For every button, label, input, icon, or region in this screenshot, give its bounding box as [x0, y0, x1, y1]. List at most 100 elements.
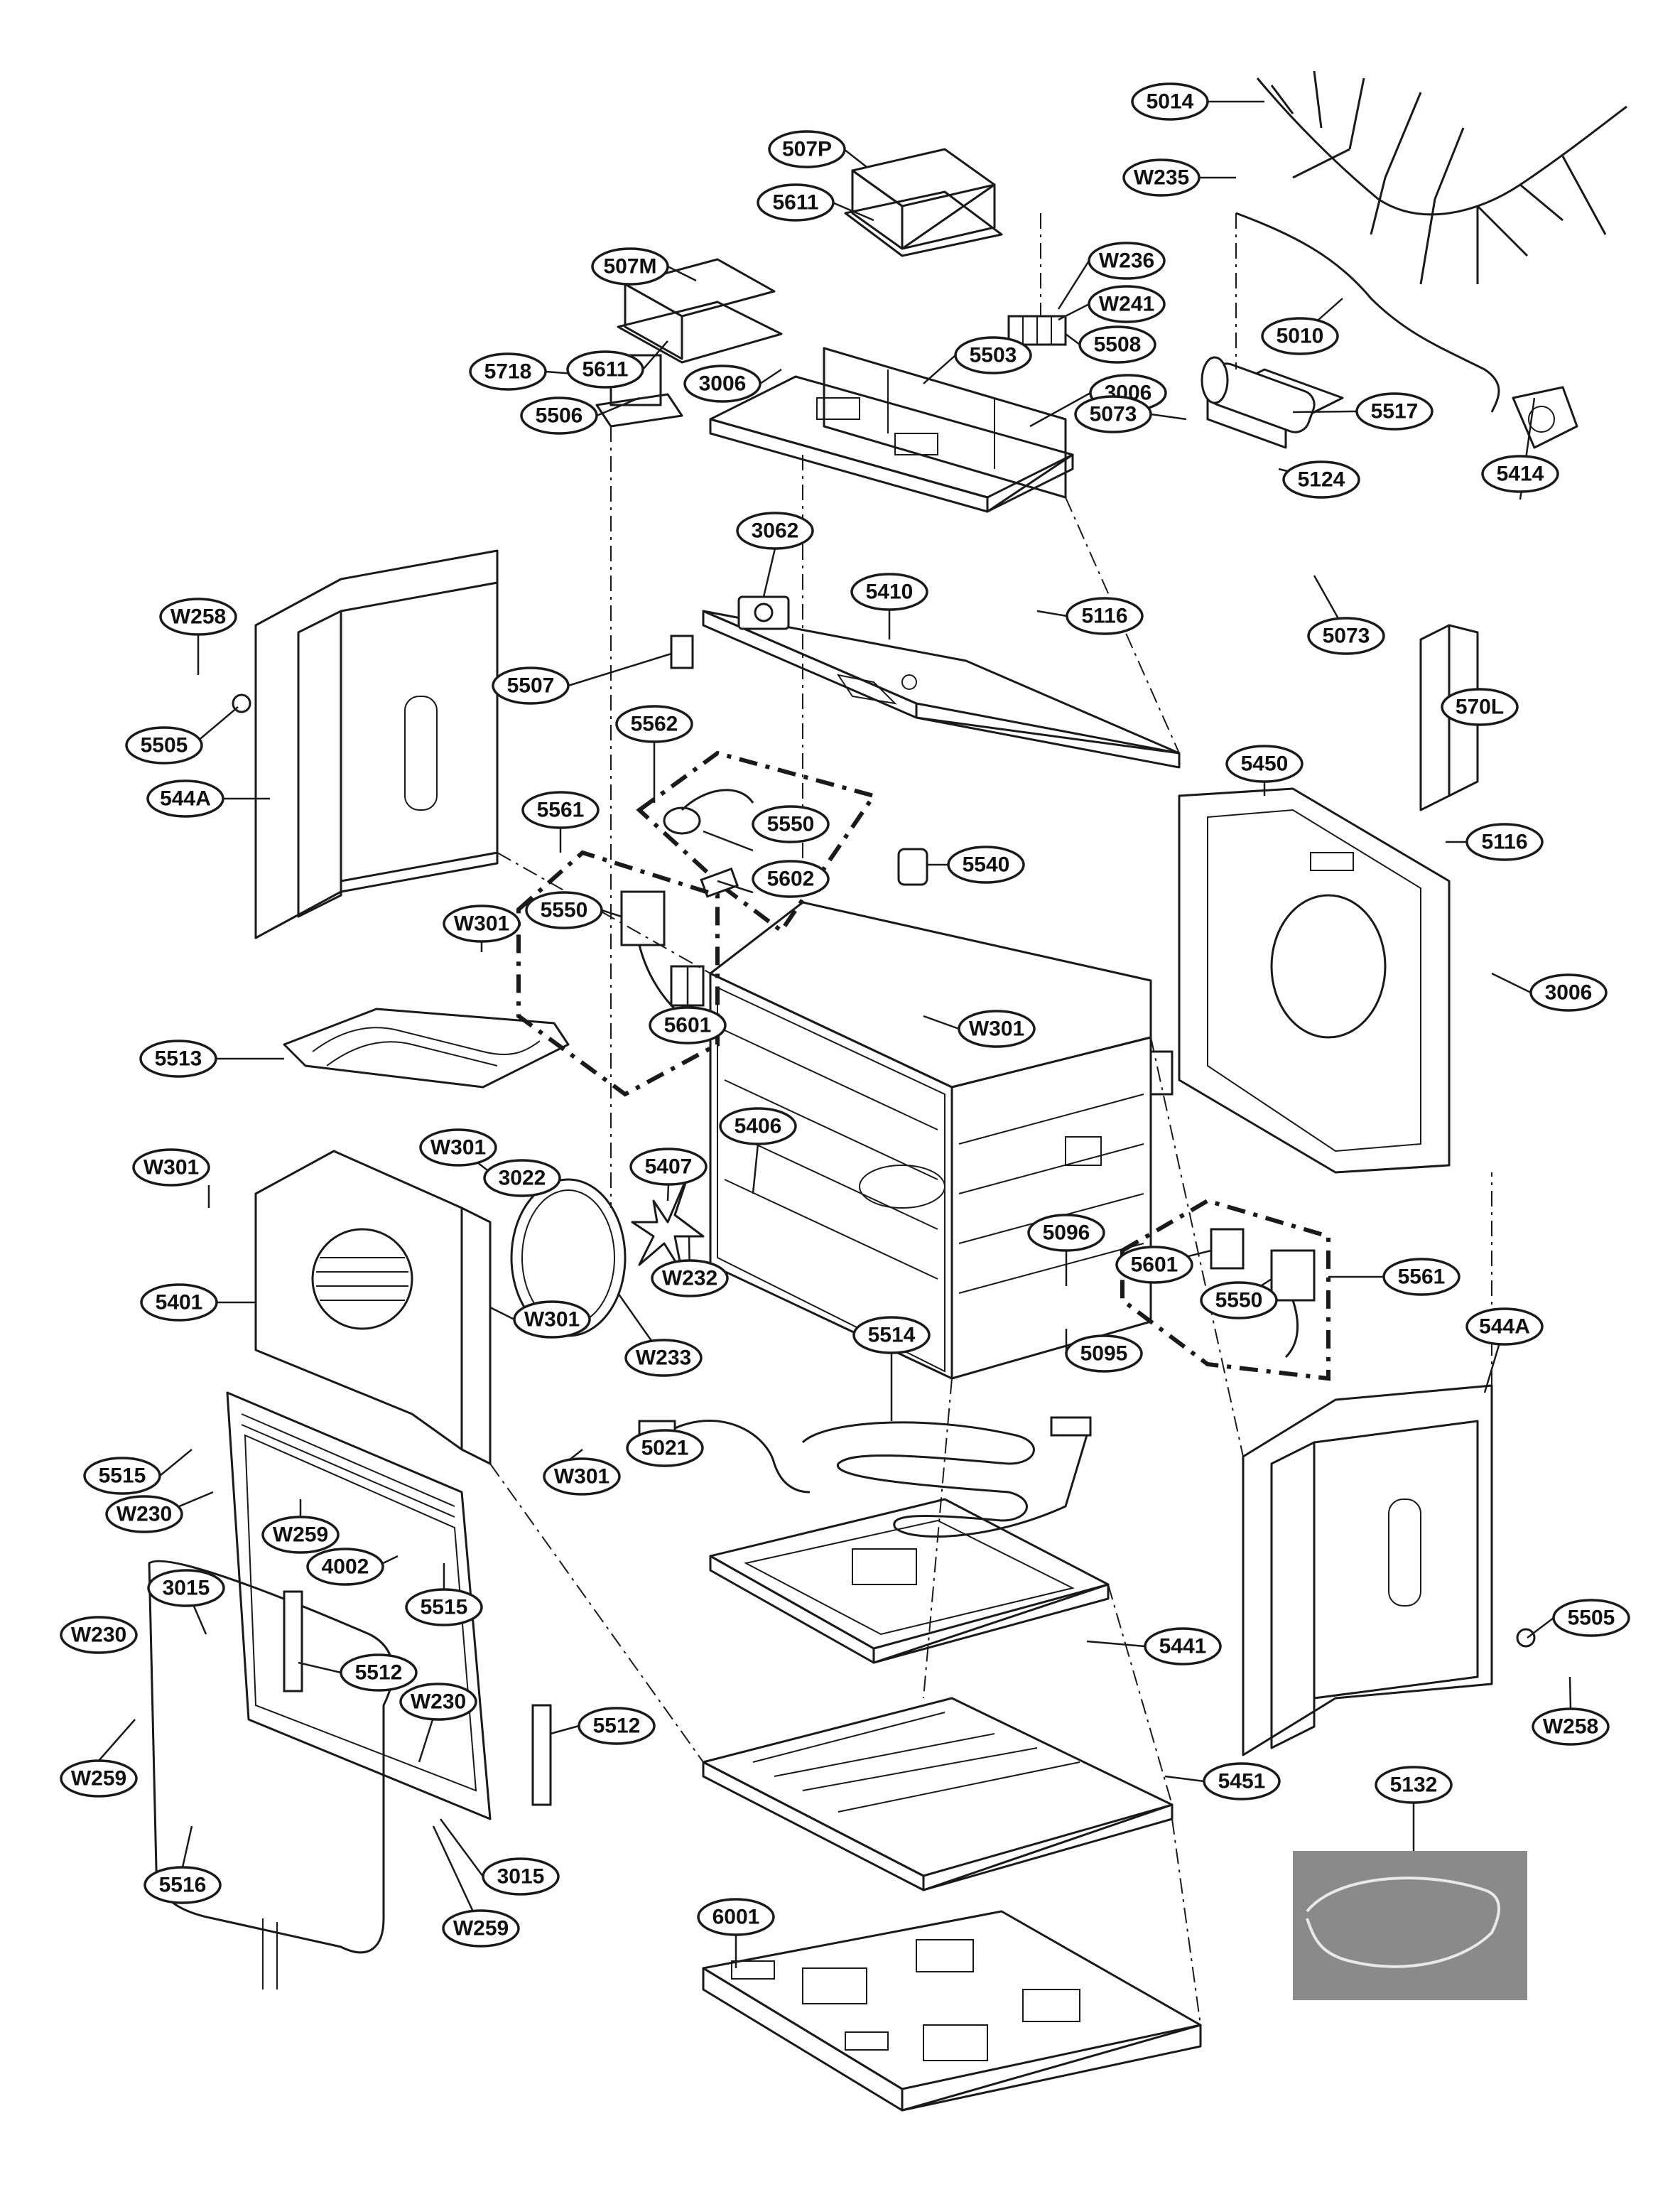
callout-5021: 5021 [626, 1429, 704, 1467]
callout-5132: 5132 [1375, 1766, 1453, 1804]
callout-label: 5601 [664, 1014, 712, 1037]
control-box-507p [844, 148, 1003, 257]
callout-w259: W259 [60, 1759, 138, 1798]
callout-5124: 5124 [1282, 460, 1360, 499]
callout-label: 5414 [1497, 463, 1544, 486]
callout-label: 507M [603, 255, 656, 279]
callout-5517: 5517 [1355, 392, 1434, 431]
callout-label: 3022 [499, 1167, 546, 1190]
callout-5506: 5506 [520, 396, 598, 435]
callout-5611: 5611 [566, 350, 644, 389]
base-panel-6001 [702, 1910, 1202, 2112]
callout-w259: W259 [442, 1909, 520, 1948]
callout-5410: 5410 [850, 573, 928, 611]
callout-label: 3006 [1545, 981, 1593, 1005]
callout-5116: 5116 [1465, 823, 1544, 861]
top-mounting-plate [709, 355, 1074, 513]
callout-w235: W235 [1122, 158, 1201, 197]
photo-inset-5132 [1293, 1851, 1527, 2000]
hinge-5512-right [531, 1704, 552, 1806]
callout-5503: 5503 [954, 336, 1032, 374]
callout-label: 5507 [507, 674, 555, 698]
callout-label: 570L [1456, 696, 1504, 719]
callout-5550: 5550 [752, 805, 830, 843]
callout-label: 5021 [641, 1437, 689, 1460]
callout-5601: 5601 [649, 1006, 727, 1044]
callout-label: 5407 [645, 1155, 693, 1179]
callout-label: 5096 [1043, 1221, 1090, 1245]
callout-label: W233 [636, 1346, 691, 1370]
callout-544a: 544A [146, 779, 224, 818]
door-gasket-5516 [148, 1560, 394, 1989]
callout-5450: 5450 [1225, 745, 1304, 783]
callout-label: W232 [662, 1267, 717, 1290]
callout-5073: 5073 [1307, 617, 1385, 655]
callout-label: W259 [273, 1523, 328, 1547]
callout-label: 5073 [1323, 625, 1370, 648]
callout-label: W236 [1099, 249, 1154, 273]
callout-label: 5611 [772, 191, 818, 215]
callout-label: 5515 [421, 1596, 468, 1619]
callout-label: 5132 [1390, 1773, 1438, 1797]
callout-label: W301 [143, 1156, 199, 1179]
sensor-5540 [897, 848, 928, 886]
terminal-block-5508 [1007, 213, 1067, 346]
callout-label: 5451 [1218, 1770, 1266, 1793]
callout-w301: W301 [958, 1010, 1036, 1048]
callout-label: W301 [524, 1308, 580, 1332]
callout-label: W259 [71, 1767, 126, 1791]
callout-label: 3006 [699, 372, 747, 396]
callout-w301: W301 [443, 905, 521, 943]
callout-3006: 3006 [683, 365, 762, 403]
callout-label: 3062 [752, 519, 799, 543]
callout-4002: 4002 [306, 1548, 384, 1586]
callout-label: 5611 [582, 358, 628, 382]
callout-5512: 5512 [578, 1707, 656, 1745]
callout-544a: 544A [1465, 1307, 1544, 1346]
callout-5414: 5414 [1481, 455, 1559, 493]
callout-label: 5116 [1481, 831, 1527, 854]
callout-5516: 5516 [143, 1866, 222, 1904]
callout-w232: W232 [651, 1259, 729, 1297]
bottom-panel-5451 [702, 1697, 1174, 1891]
callout-5561: 5561 [521, 791, 600, 829]
callout-507p: 507P [768, 130, 846, 168]
callout-label: 5505 [1568, 1607, 1615, 1630]
side-panel-544a-right [1242, 1384, 1536, 1756]
callout-w233: W233 [624, 1339, 703, 1377]
callout-label: 5550 [541, 899, 588, 922]
callout-label: 5505 [141, 734, 188, 757]
callout-label: 5561 [537, 799, 585, 822]
callout-label: W258 [170, 605, 226, 629]
callout-label: 3015 [497, 1865, 545, 1889]
callout-label: 5095 [1080, 1342, 1128, 1366]
callout-label: 4002 [322, 1555, 369, 1579]
callout-5515: 5515 [405, 1588, 483, 1626]
callout-label: W301 [430, 1136, 486, 1160]
callout-label: 5602 [767, 868, 815, 891]
callout-label: 5550 [1215, 1289, 1263, 1312]
bracket-5414 [1512, 386, 1578, 449]
callout-label: 5561 [1398, 1265, 1446, 1289]
callout-5515: 5515 [83, 1457, 161, 1495]
callout-3022: 3022 [483, 1159, 561, 1197]
side-panel-544a-left [232, 549, 499, 939]
callout-5512: 5512 [340, 1653, 418, 1692]
callout-5550: 5550 [525, 891, 603, 929]
callout-w301: W301 [513, 1300, 591, 1339]
callout-5406: 5406 [719, 1107, 797, 1145]
rear-panel-5450 [1178, 787, 1451, 1174]
callout-5505: 5505 [125, 726, 203, 765]
callout-5508: 5508 [1078, 325, 1156, 364]
callout-5562: 5562 [615, 705, 693, 743]
callout-label: 544A [160, 787, 211, 811]
callout-5507: 5507 [492, 666, 570, 705]
callout-label: 5014 [1147, 90, 1194, 114]
callout-3006: 3006 [1529, 973, 1608, 1012]
callout-label: W230 [116, 1503, 172, 1526]
callout-5514: 5514 [852, 1316, 931, 1354]
callout-label: W230 [411, 1690, 466, 1714]
callout-label: 5010 [1277, 325, 1324, 348]
callout-5561: 5561 [1382, 1258, 1460, 1296]
